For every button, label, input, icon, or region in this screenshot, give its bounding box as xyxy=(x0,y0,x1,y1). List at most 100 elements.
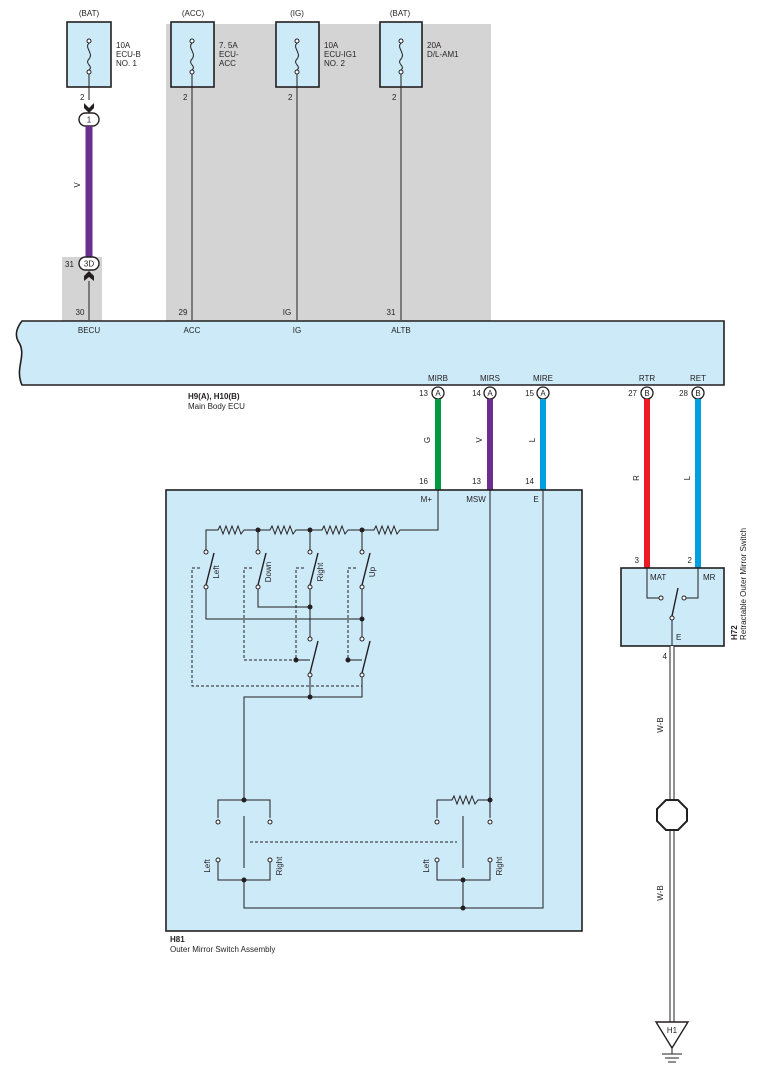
svg-text:E: E xyxy=(676,633,681,642)
svg-text:H1: H1 xyxy=(667,1026,678,1035)
assembly-name: Outer Mirror Switch Assembly xyxy=(170,945,275,954)
adjust-switch-up: Up xyxy=(359,549,377,590)
svg-text:14: 14 xyxy=(472,389,481,398)
svg-text:V: V xyxy=(475,437,484,443)
fuse-source: (BAT) xyxy=(390,9,411,18)
svg-text:MR: MR xyxy=(703,573,716,582)
connector-3d xyxy=(78,256,100,271)
adjust-switch-left: Left xyxy=(203,549,221,590)
fuse-rating: 10A xyxy=(116,41,131,50)
svg-text:29: 29 xyxy=(179,308,188,317)
fuse-ecu-b: (BAT) 10A ECU-B NO. 1 2 xyxy=(66,9,141,102)
svg-text:30: 30 xyxy=(76,308,85,317)
retract-code: H72 xyxy=(730,625,739,640)
svg-text:MIRE: MIRE xyxy=(533,374,553,383)
svg-text:28: 28 xyxy=(679,389,688,398)
svg-text:Right: Right xyxy=(275,856,284,875)
svg-text:R: R xyxy=(632,475,641,481)
shade-ecu-power xyxy=(166,24,491,322)
svg-text:MIRS: MIRS xyxy=(480,374,500,383)
ecu-bottom-connectors: A 13 A 14 A 15 B 27 B 28 xyxy=(419,386,705,400)
fuse-rating: 7. 5A xyxy=(219,41,238,50)
svg-text:RET: RET xyxy=(690,374,706,383)
fuse-pin: 2 xyxy=(183,93,188,102)
svg-text:A: A xyxy=(435,389,441,398)
fuse-rating: 10A xyxy=(324,41,339,50)
svg-text:31: 31 xyxy=(387,308,396,317)
svg-text:RTR: RTR xyxy=(639,374,656,383)
fuse-name-2: NO. 1 xyxy=(116,59,137,68)
svg-text:16: 16 xyxy=(419,477,428,486)
svg-text:Left: Left xyxy=(422,859,431,873)
svg-text:ALTB: ALTB xyxy=(391,326,410,335)
svg-text:27: 27 xyxy=(628,389,637,398)
outer-mirror-switch-assembly: M+ MSW E Left Down Right xyxy=(165,489,583,954)
fuse-rating: 20A xyxy=(427,41,442,50)
fuse-pin: 2 xyxy=(80,93,85,102)
retractable-outer-mirror-switch: MAT MR E H72 Retractable Outer Mirror Sw… xyxy=(620,528,748,647)
fuse-name-2: ACC xyxy=(219,59,236,68)
fuse-name: ECU- xyxy=(219,50,239,59)
svg-text:W-B: W-B xyxy=(656,717,665,732)
fuse-name-2: NO. 2 xyxy=(324,59,345,68)
fuse-source: (BAT) xyxy=(79,9,100,18)
fuse-name: ECU-IG1 xyxy=(324,50,357,59)
svg-text:15: 15 xyxy=(525,389,534,398)
svg-text:B: B xyxy=(644,389,649,398)
svg-text:Left: Left xyxy=(203,859,212,873)
assembly-code: H81 xyxy=(170,935,185,944)
svg-text:13: 13 xyxy=(419,389,428,398)
adjust-switch-down: Down xyxy=(255,549,273,590)
svg-text:3D: 3D xyxy=(84,260,94,269)
svg-text:Right: Right xyxy=(316,562,325,581)
svg-text:L: L xyxy=(528,437,537,442)
svg-text:G: G xyxy=(423,437,432,443)
retract-name: Retractable Outer Mirror Switch xyxy=(739,528,748,640)
svg-text:M+: M+ xyxy=(421,495,433,504)
ground-point-icon xyxy=(654,1021,690,1050)
svg-text:3: 3 xyxy=(635,556,640,565)
svg-text:14: 14 xyxy=(525,477,534,486)
svg-text:MIRB: MIRB xyxy=(428,374,448,383)
svg-text:4: 4 xyxy=(663,652,668,661)
svg-text:IG: IG xyxy=(283,308,291,317)
svg-text:W-B: W-B xyxy=(656,885,665,900)
svg-text:B: B xyxy=(695,389,700,398)
wire-color-label: V xyxy=(73,182,82,188)
signal-wires: G 16 V 13 L 14 R 3 L 2 xyxy=(419,399,701,568)
main-body-ecu: 30 BECU 29 ACC IG IG 31 ALTB MIRB MIRS M… xyxy=(15,308,725,411)
svg-text:A: A xyxy=(540,389,546,398)
fuse-ecu-acc: (ACC) 7. 5A ECU- ACC 2 xyxy=(170,9,239,320)
connector-arrow-icon xyxy=(84,271,94,281)
svg-text:Left: Left xyxy=(212,565,221,579)
fuse-source: (IG) xyxy=(290,9,304,18)
svg-text:Right: Right xyxy=(495,856,504,875)
svg-text:1: 1 xyxy=(87,116,92,125)
connector-arrow-icon xyxy=(84,103,94,113)
svg-text:MAT: MAT xyxy=(650,573,666,582)
svg-text:ACC: ACC xyxy=(184,326,201,335)
ecu-name: Main Body ECU xyxy=(188,402,245,411)
fuse-pin: 2 xyxy=(288,93,293,102)
svg-text:2: 2 xyxy=(688,556,693,565)
selector-switch-left: Left Right xyxy=(203,797,284,883)
connector-pin: 31 xyxy=(65,260,74,269)
fuse-dl-am1: (BAT) 20A D/L-AM1 2 xyxy=(379,9,459,320)
svg-text:MSW: MSW xyxy=(466,495,486,504)
fuse-name: D/L-AM1 xyxy=(427,50,459,59)
svg-text:L: L xyxy=(683,475,692,480)
fuse-source: (ACC) xyxy=(182,9,205,18)
svg-text:13: 13 xyxy=(472,477,481,486)
ecu-code: H9(A), H10(B) xyxy=(188,392,240,401)
adjust-switch-right: Right xyxy=(307,549,325,590)
fuse-name: ECU-B xyxy=(116,50,141,59)
svg-text:Up: Up xyxy=(368,566,377,577)
splice-octagon xyxy=(656,799,688,831)
svg-text:Down: Down xyxy=(264,562,273,582)
fuse-pin: 2 xyxy=(392,93,397,102)
svg-text:BECU: BECU xyxy=(78,326,100,335)
svg-text:A: A xyxy=(487,389,493,398)
svg-text:E: E xyxy=(533,495,538,504)
fuse-ecu-ig1: (IG) 10A ECU-IG1 NO. 2 2 xyxy=(275,9,357,320)
